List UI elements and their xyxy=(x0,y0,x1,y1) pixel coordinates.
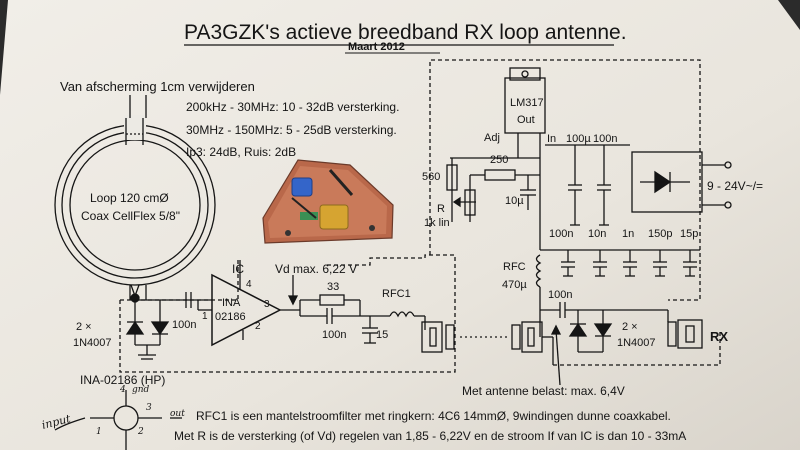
pinout-pin4: 4 xyxy=(120,385,126,395)
ic-label: IC xyxy=(232,262,244,276)
pot-r-label: R xyxy=(437,203,445,215)
gain-hf-note: 200kHz - 30MHz: 10 - 32dB versterking. xyxy=(186,100,400,114)
cap-10u-label: 10µ xyxy=(505,195,524,207)
cap-100n-a-label: 100n xyxy=(593,133,618,145)
ina-part-label: 02186 xyxy=(215,311,246,323)
ina-label: INA xyxy=(222,297,241,309)
pinout-pin1: 1 xyxy=(96,427,102,437)
diodes-left-type: 1N4007 xyxy=(73,337,112,349)
regulator-name: LM317 xyxy=(510,97,544,109)
decoupling-cap-4: 150p xyxy=(648,228,673,240)
pinout-gnd: gnd xyxy=(132,385,150,395)
pinout-out: out xyxy=(170,409,185,419)
voltage-regulator xyxy=(504,77,546,134)
cap-15-label: 15 xyxy=(376,329,389,341)
diodes-right-type: 1N4007 xyxy=(617,337,656,349)
ina-pinout-diagram xyxy=(54,390,182,450)
diodes-left-count: 2 × xyxy=(76,321,92,333)
decoupling-cap-2: 10n xyxy=(588,228,607,240)
pot-lin-label: 1k lin xyxy=(424,217,450,229)
supply-label: 9 - 24V~/= xyxy=(707,179,764,193)
inductor-470u-label: 470µ xyxy=(502,279,527,291)
cap-100n-ant-label: 100n xyxy=(548,289,573,301)
pin4-label: 4 xyxy=(246,279,252,290)
ip3-note: Ip3: 24dB, Ruis: 2dB xyxy=(186,145,297,159)
regulator-out: Out xyxy=(517,114,535,126)
r-note: Met R is de versterking (of Vd) regelen … xyxy=(174,429,687,443)
bridge-rectifier xyxy=(631,151,703,213)
cap-100n-out-label: 100n xyxy=(322,329,347,341)
rfc-note: RFC1 is een mantelstroomfilter met ringk… xyxy=(196,409,671,423)
antenna-loaded-note: Met antenne belast: max. 6,4V xyxy=(462,384,625,398)
pinout-pin3: 3 xyxy=(146,403,152,413)
regulator-in: In xyxy=(547,133,557,145)
regulator-adj: Adj xyxy=(484,132,500,144)
pinout-pin2: 2 xyxy=(138,427,144,437)
resistor-560-label: 560 xyxy=(422,171,441,183)
vd-max-label: Vd max. 6,22 V xyxy=(275,262,358,276)
rx-connector xyxy=(667,321,677,347)
decoupling-cap-5: 15p xyxy=(680,228,699,240)
pinout-title: INA-02186 (HP) xyxy=(80,373,166,387)
rfc1-label: RFC1 xyxy=(382,288,411,300)
resistor-250-label: 250 xyxy=(490,154,509,166)
gain-vhf-note: 30MHz - 150MHz: 5 - 25dB versterking. xyxy=(186,123,397,137)
resistor-33-label: 33 xyxy=(327,281,340,293)
shield-note: Van afscherming 1cm verwijderen xyxy=(60,79,255,94)
rfc-label: RFC xyxy=(503,261,526,273)
pin3-label: 3 xyxy=(264,299,270,310)
cap-100u-label: 100µ xyxy=(566,133,591,145)
cap-input-label: 100n xyxy=(172,319,197,331)
pcb-photo xyxy=(262,159,394,244)
decoupling-capacitors xyxy=(561,250,697,277)
rx-label: RX xyxy=(710,329,729,344)
loop-label: Loop 120 cmØ xyxy=(90,191,169,205)
decoupling-cap-3: 1n xyxy=(622,228,635,240)
pin1-label: 1 xyxy=(202,311,208,322)
pin2-label: 2 xyxy=(255,321,261,332)
diodes-right-count: 2 × xyxy=(622,321,638,333)
decoupling-cap-1: 100n xyxy=(549,228,574,240)
coax-label: Coax CellFlex 5/8" xyxy=(81,209,180,223)
page-title: PA3GZK's actieve breedband RX loop anten… xyxy=(184,21,627,44)
date: Maart 2012 xyxy=(348,41,405,53)
